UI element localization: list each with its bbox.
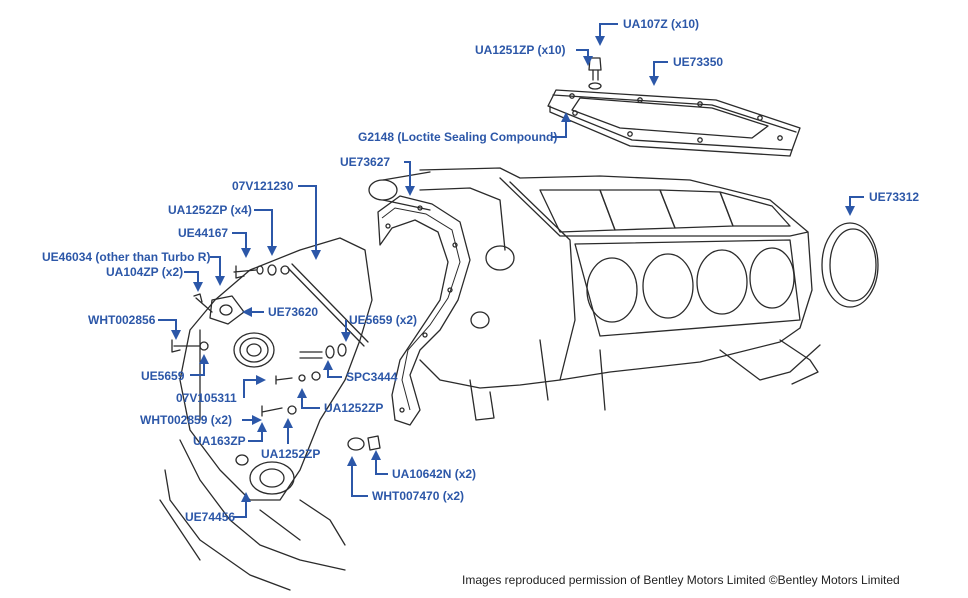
label-spc3444[interactable]: SPC3444 <box>346 370 398 384</box>
fasteners <box>171 264 381 451</box>
label-07v105311[interactable]: 07V105311 <box>176 391 237 405</box>
label-ua1252zp-x4[interactable]: UA1252ZP (x4) <box>168 203 252 217</box>
label-wht002859[interactable]: WHT002859 (x2) <box>140 413 232 427</box>
rear-seal-ring <box>821 222 879 308</box>
label-ua1251zp[interactable]: UA1251ZP (x10) <box>475 43 566 57</box>
gasket-strip <box>287 263 369 347</box>
label-ue5659[interactable]: UE5659 <box>141 369 185 383</box>
label-wht007470[interactable]: WHT007470 (x2) <box>372 489 464 503</box>
timing-cover <box>159 237 373 591</box>
label-07v121230[interactable]: 07V121230 <box>232 179 294 193</box>
label-ue73620[interactable]: UE73620 <box>268 305 318 319</box>
part-labels: UA107Z (x10) UA1251ZP (x10) UE73350 G214… <box>42 17 919 524</box>
label-ua1252zp-a[interactable]: UA1252ZP <box>324 401 383 415</box>
label-ue44167[interactable]: UE44167 <box>178 226 228 240</box>
label-ue5659-x2[interactable]: UE5659 (x2) <box>349 313 417 327</box>
top-bolt <box>588 57 602 90</box>
label-ue73312[interactable]: UE73312 <box>869 190 919 204</box>
label-ua1252zp-b[interactable]: UA1252ZP <box>261 447 320 461</box>
label-wht002856[interactable]: WHT002856 <box>88 313 156 327</box>
front-cover-gasket <box>377 195 471 426</box>
copyright-credit: Images reproduced permission of Bentley … <box>462 573 900 587</box>
label-ue73350[interactable]: UE73350 <box>673 55 723 69</box>
label-ue46034[interactable]: UE46034 (other than Turbo R) <box>42 250 210 264</box>
label-ua10642n[interactable]: UA10642N (x2) <box>392 467 476 481</box>
label-g2148[interactable]: G2148 (Loctite Sealing Compound) <box>358 130 557 144</box>
label-ue73627[interactable]: UE73627 <box>340 155 390 169</box>
leader-lines <box>158 23 864 518</box>
engine-block <box>368 167 821 421</box>
label-ue74456[interactable]: UE74456 <box>185 510 235 524</box>
label-ua163zp[interactable]: UA163ZP <box>193 434 246 448</box>
engine-drawing <box>159 57 879 591</box>
label-ua107z[interactable]: UA107Z (x10) <box>623 17 699 31</box>
label-ua104zp[interactable]: UA104ZP (x2) <box>106 265 183 279</box>
top-cover-gasket <box>547 89 801 157</box>
